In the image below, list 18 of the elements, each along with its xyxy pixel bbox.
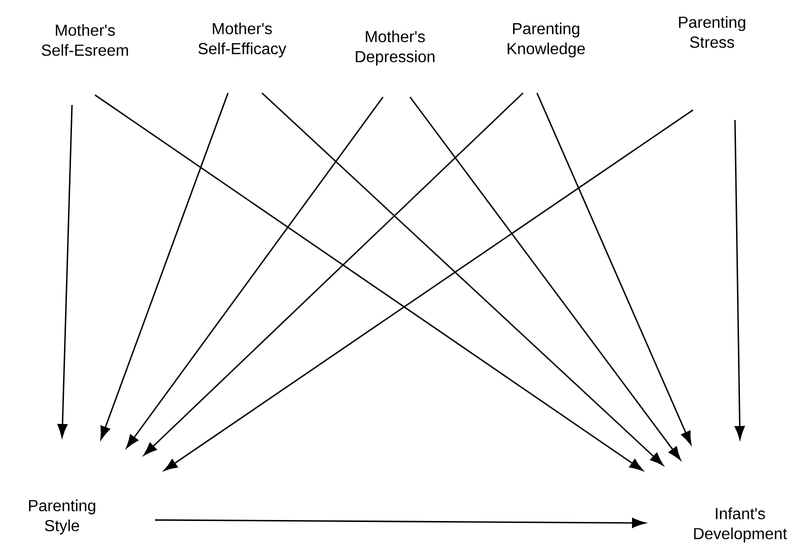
arrow	[100, 92, 229, 440]
arrow	[409, 96, 681, 460]
arrow	[57, 104, 73, 438]
arrow	[734, 120, 745, 440]
node-label: Mother's Self-Efficacy	[198, 22, 286, 58]
arrow	[164, 109, 694, 471]
arrow	[144, 92, 524, 456]
arrow	[126, 96, 384, 448]
node-label: Parenting Stress	[679, 16, 746, 48]
arrow	[155, 518, 646, 528]
arrow	[262, 92, 664, 466]
node-label: Mother's Depression	[356, 30, 434, 66]
node-label: Parenting Knowledge	[508, 22, 585, 58]
arrow	[94, 94, 644, 471]
arrow	[536, 92, 692, 445]
node-label: Mother's Self-Esreem	[42, 24, 128, 56]
node-label: Parenting Style	[29, 500, 96, 534]
node-label: Infant's Development	[694, 508, 787, 542]
